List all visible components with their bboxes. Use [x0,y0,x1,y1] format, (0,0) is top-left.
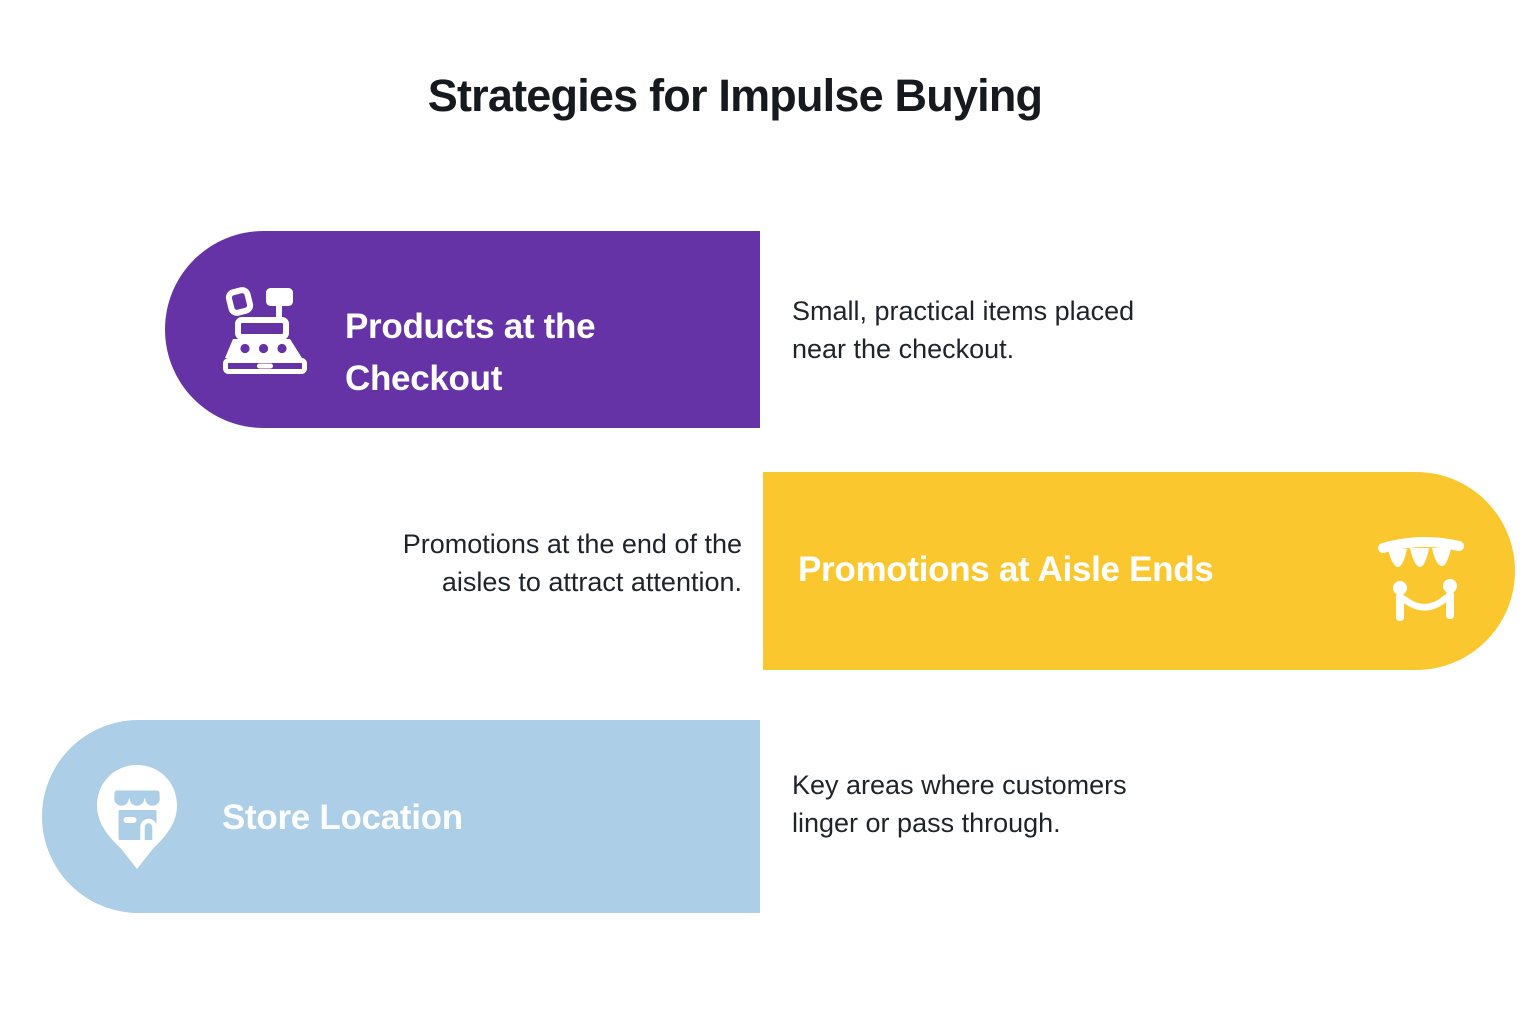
description-line: Promotions at the end of the [402,529,742,559]
description-line: aisles to attract attention. [441,567,742,597]
description-store-location: Key areas where customers linger or pass… [792,766,1222,842]
description-products-at-checkout: Small, practical items placed near the c… [792,292,1222,368]
cash-register-icon [221,284,309,374]
banner-products-at-checkout: Products at the Checkout [165,231,760,428]
banner-label: Products at the Checkout [345,307,596,398]
description-promotions-aisle-ends: Promotions at the end of the aisles to a… [322,525,742,601]
store-location-pin-icon [87,762,187,874]
banner-label: Promotions at Aisle Ends [798,550,1214,589]
page-title: Strategies for Impulse Buying [427,70,1043,121]
banner-promotions-aisle-ends: Promotions at Aisle Ends [763,472,1515,670]
bunting-banner-icon [1373,522,1469,626]
description-line: Key areas where customers [792,770,1127,800]
banner-label: Store Location [222,798,463,837]
description-line: near the checkout. [792,334,1015,364]
banner-store-location: Store Location [42,720,760,913]
description-line: linger or pass through. [792,808,1061,838]
description-line: Small, practical items placed [792,296,1135,326]
